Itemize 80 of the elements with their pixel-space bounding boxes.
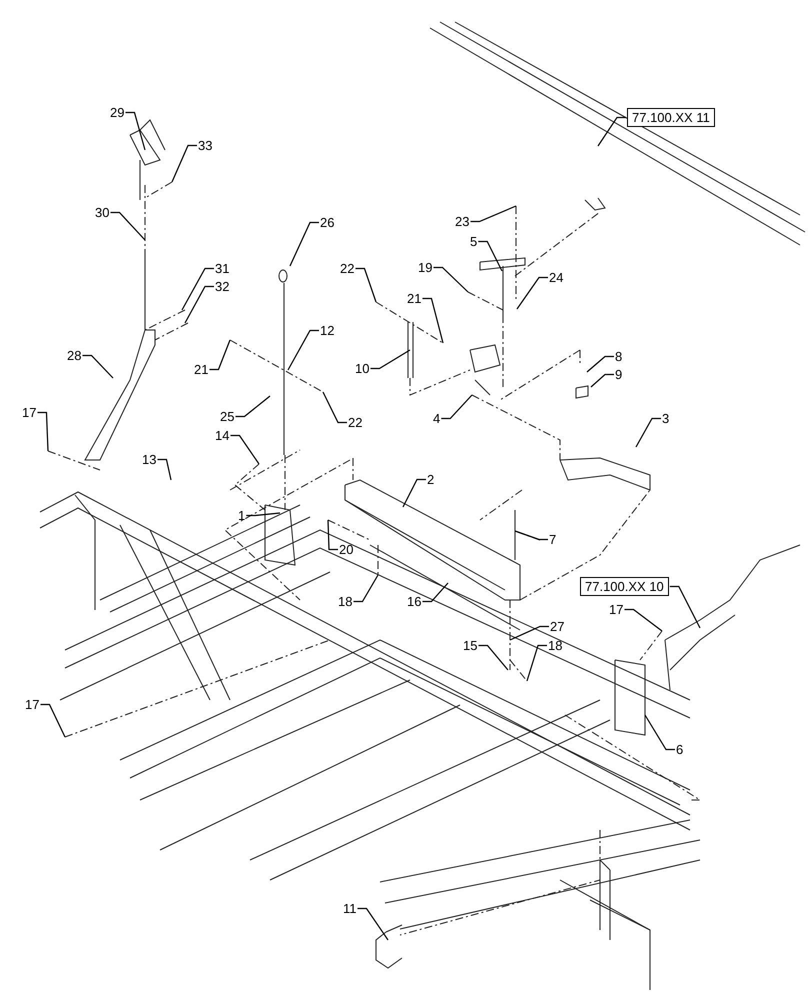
leader-line — [598, 116, 626, 146]
leader-line — [209, 340, 231, 370]
leader-line — [514, 530, 548, 540]
callout-number: 16 — [407, 594, 422, 609]
callout-number: 22 — [340, 261, 354, 276]
callout-number: 33 — [198, 138, 212, 153]
callout-number: 17 — [22, 405, 36, 420]
callout-number: 4 — [433, 411, 440, 426]
reference-box: 77.100.XX 11 — [627, 108, 715, 127]
leader-line — [402, 478, 426, 508]
leader-line — [289, 222, 319, 266]
callout-number: 10 — [355, 361, 370, 376]
callout-number: 31 — [215, 261, 230, 276]
leader-line — [370, 349, 410, 370]
leader-line — [478, 644, 508, 670]
leader-line — [358, 908, 388, 940]
callout-number: 11 — [343, 901, 356, 916]
leader-line — [110, 212, 146, 240]
callout-number: 9 — [615, 367, 622, 382]
callout-number: 21 — [194, 362, 208, 377]
leader-line — [40, 704, 66, 738]
callout-number: 12 — [320, 323, 334, 338]
callout-number: 17 — [25, 697, 40, 712]
leader-line — [510, 626, 549, 641]
callout-number: 26 — [320, 215, 334, 230]
leader-line — [355, 268, 377, 302]
leader-line — [171, 144, 197, 182]
callout-number: 21 — [407, 291, 422, 306]
leader-line — [516, 276, 548, 310]
leader-line — [125, 112, 146, 150]
leader-line — [184, 286, 214, 324]
leader-line — [287, 330, 319, 370]
callout-number: 32 — [215, 279, 230, 294]
leader-line — [246, 512, 280, 516]
callout-number: 24 — [549, 270, 564, 285]
callout-number: 14 — [215, 428, 230, 443]
callout-number: 23 — [455, 214, 470, 229]
callout-number: 30 — [95, 205, 110, 220]
leader-line — [157, 458, 172, 480]
reference-box: 77.100.XX 10 — [580, 577, 669, 596]
callout-number: 13 — [142, 452, 156, 467]
callout-number: 22 — [348, 415, 362, 430]
callout-number: 19 — [418, 260, 432, 275]
leader-line — [478, 240, 503, 272]
callout-number: 7 — [549, 532, 556, 547]
leader-line — [624, 608, 662, 632]
callout-number: 2 — [427, 472, 434, 487]
leader-line — [644, 714, 675, 750]
leader-line — [235, 396, 270, 418]
leader-line — [230, 434, 260, 464]
callout-number: 20 — [339, 542, 354, 557]
callout-number: 28 — [67, 348, 82, 363]
callout-number: 6 — [676, 742, 684, 757]
leader-line — [322, 392, 347, 424]
leader-line — [586, 356, 614, 372]
callout-number: 18 — [338, 594, 352, 609]
leader-line — [353, 574, 379, 602]
leader-line — [82, 354, 114, 378]
callout-number: 17 — [609, 602, 624, 617]
callout-number: 5 — [470, 234, 478, 249]
leader-line — [670, 586, 701, 628]
leader-line — [470, 205, 516, 222]
callout-number: 18 — [548, 638, 562, 653]
callout-number: 27 — [550, 619, 564, 634]
callout-number: 15 — [463, 638, 478, 653]
leader-line — [37, 412, 49, 452]
leader-line — [433, 266, 468, 292]
leader-line — [327, 520, 338, 550]
callout-number: 8 — [615, 349, 622, 364]
callout-number: 25 — [220, 409, 234, 424]
leader-line — [181, 268, 214, 310]
leader-line — [422, 582, 448, 602]
leader-line — [590, 374, 614, 388]
callout-number: 29 — [110, 105, 124, 120]
leader-line — [635, 418, 661, 448]
callout-number: 1 — [238, 508, 246, 523]
callout-number: 3 — [662, 411, 670, 426]
leader-line — [441, 394, 472, 420]
leader-line — [422, 298, 444, 344]
leader-line — [526, 644, 547, 682]
